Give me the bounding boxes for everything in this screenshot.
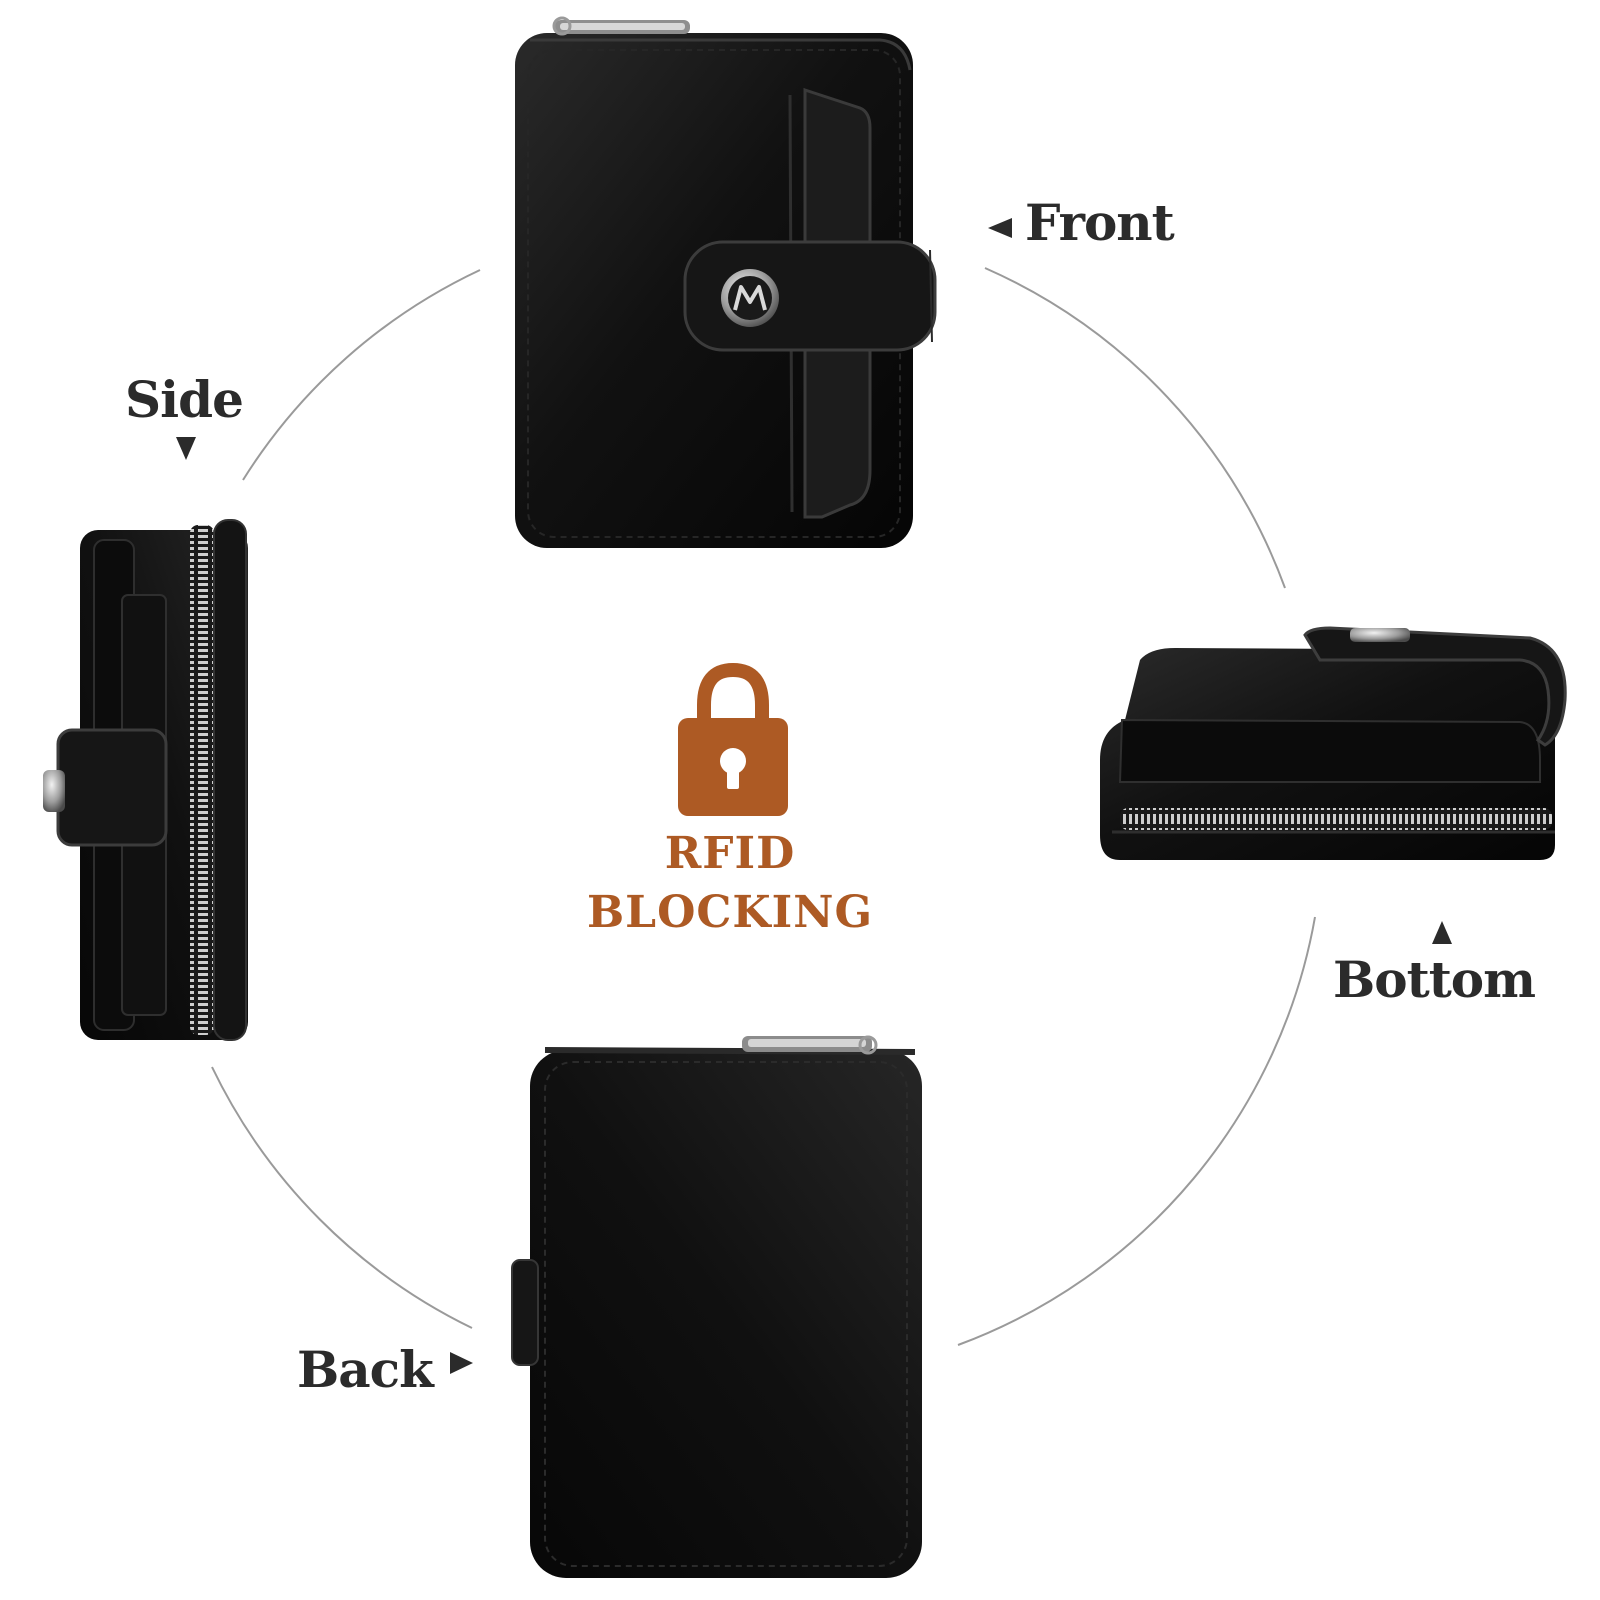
wallet-side-view	[43, 519, 248, 1041]
rfid-badge-line1: RFID	[664, 828, 796, 879]
padlock-icon	[678, 662, 788, 816]
ring-arc-back	[211, 1066, 473, 1329]
bottom-arrow-icon	[1432, 921, 1452, 944]
wallet-front-view	[515, 16, 937, 548]
ring-arc-bottom	[957, 916, 1316, 1346]
ring-arc-front	[984, 267, 1286, 589]
front-arrow-icon	[988, 218, 1012, 238]
ring-arcs	[211, 267, 1316, 1346]
wallet-bottom-view	[1100, 626, 1567, 860]
ring-arc-side	[242, 269, 481, 481]
back-arrow-icon	[450, 1352, 473, 1374]
side-label: Side	[125, 370, 244, 429]
front-label: Front	[1025, 193, 1175, 252]
side-arrow-icon	[176, 437, 196, 460]
wallet-back-view	[511, 1035, 922, 1578]
back-label: Back	[297, 1340, 434, 1399]
rfid-badge-line2: BLOCKING	[586, 887, 874, 938]
bottom-label: Bottom	[1333, 950, 1536, 1009]
